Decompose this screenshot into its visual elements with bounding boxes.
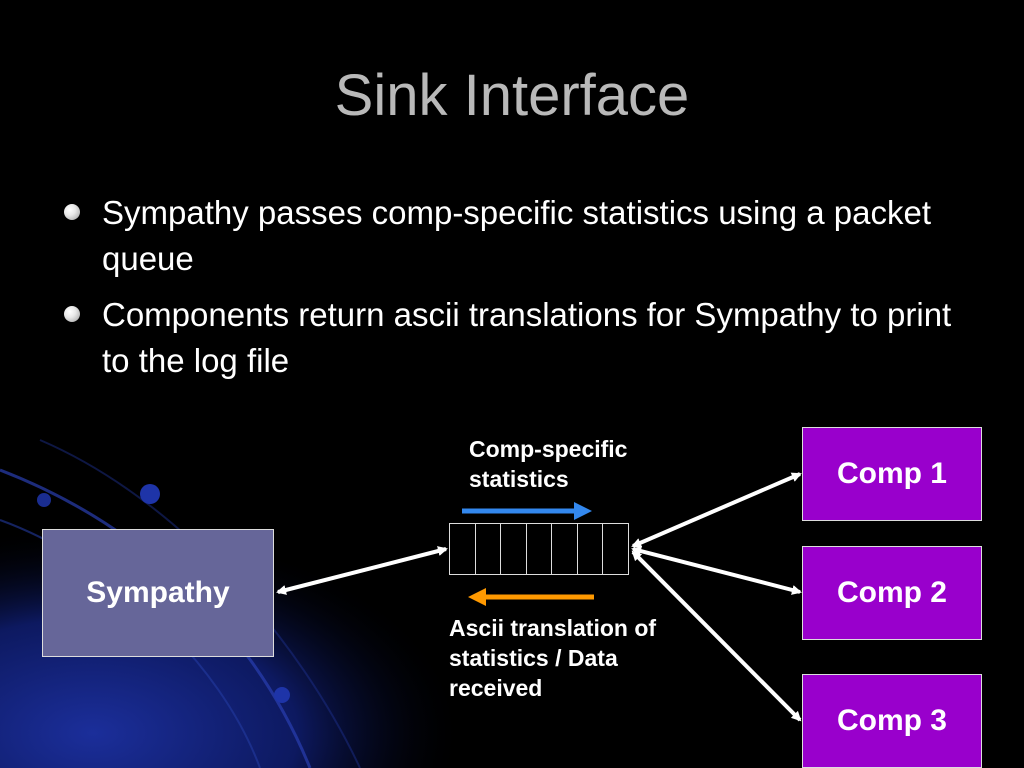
- bullet-dot-icon: [64, 306, 80, 322]
- forward-arrow-head: [574, 502, 592, 520]
- slide-title: Sink Interface: [334, 63, 690, 128]
- queue-comp2-connector: [631, 546, 802, 595]
- bullet-item: Sympathy passes comp-specific statistics…: [62, 190, 962, 282]
- queue-cell: [578, 524, 604, 574]
- queue-comp1-connector: [631, 472, 802, 548]
- packet-queue: [449, 523, 629, 575]
- component-box-2: Comp 2: [802, 546, 982, 640]
- sympathy-queue-connector: [276, 546, 448, 595]
- return-label: Ascii translation of statistics / Data r…: [449, 615, 657, 701]
- sympathy-box: Sympathy: [42, 529, 274, 657]
- forward-label: Comp-specific statistics: [469, 436, 628, 492]
- queue-cell: [450, 524, 476, 574]
- bullet-dot-icon: [64, 204, 80, 220]
- bullet-text: Components return ascii translations for…: [102, 296, 952, 379]
- bullet-text: Sympathy passes comp-specific statistics…: [102, 194, 932, 277]
- return-arrow-head: [468, 588, 486, 606]
- bullet-item: Components return ascii translations for…: [62, 292, 962, 384]
- queue-cell: [476, 524, 502, 574]
- queue-comp3-connector: [631, 550, 802, 722]
- component-box-3: Comp 3: [802, 674, 982, 768]
- queue-cell: [603, 524, 628, 574]
- queue-cell: [552, 524, 578, 574]
- queue-cell: [501, 524, 527, 574]
- queue-cell: [527, 524, 553, 574]
- bullet-list: Sympathy passes comp-specific statistics…: [62, 190, 962, 394]
- component-box-1: Comp 1: [802, 427, 982, 521]
